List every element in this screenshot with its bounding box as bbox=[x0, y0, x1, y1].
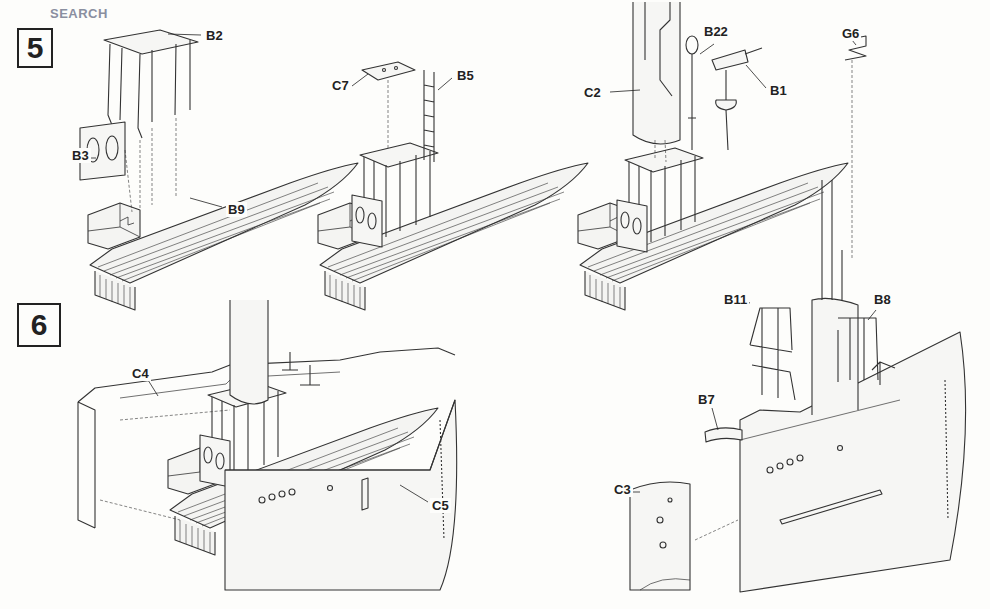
part-label: G6 bbox=[840, 26, 861, 41]
part-label: C3 bbox=[612, 482, 633, 497]
step-number: 5 bbox=[27, 33, 44, 63]
part-label: B2 bbox=[204, 28, 225, 43]
watermark: SEARCH bbox=[48, 6, 110, 21]
part-label: C2 bbox=[582, 85, 603, 100]
part-label: B8 bbox=[872, 292, 893, 307]
part-label: B11 bbox=[722, 292, 749, 307]
part-label: B7 bbox=[696, 392, 717, 407]
part-label: B9 bbox=[226, 202, 247, 217]
part-label: C7 bbox=[330, 78, 351, 93]
part-label: C5 bbox=[430, 498, 451, 513]
part-label: B5 bbox=[455, 68, 476, 83]
step-number-box: 6 bbox=[17, 303, 61, 347]
step-number-box: 5 bbox=[17, 28, 53, 68]
part-label: B3 bbox=[70, 148, 91, 163]
step-number: 6 bbox=[31, 310, 48, 340]
part-label: B1 bbox=[768, 83, 789, 98]
part-label: B22 bbox=[702, 24, 730, 39]
part-label: C4 bbox=[130, 366, 151, 381]
